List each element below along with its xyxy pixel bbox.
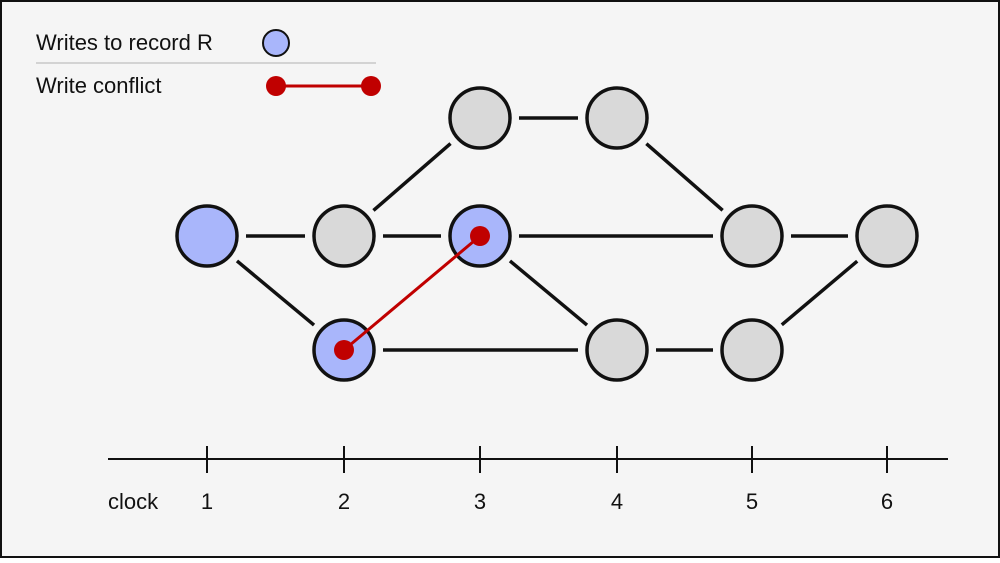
axis-tick-label: 4 bbox=[611, 489, 623, 514]
conflict-line bbox=[343, 234, 481, 352]
axis-tick-label: 5 bbox=[746, 489, 758, 514]
axis-tick-label: 2 bbox=[338, 489, 350, 514]
clock-axis: clock 1 2 3 4 5 6 bbox=[108, 446, 948, 514]
axis-tick-label: 6 bbox=[881, 489, 893, 514]
edge-n2m-n3t bbox=[372, 142, 452, 212]
legend-write-node-swatch bbox=[262, 29, 290, 57]
event-node bbox=[855, 204, 919, 268]
conflict-dot bbox=[470, 226, 490, 246]
legend-conflict-swatch-dot bbox=[266, 76, 286, 96]
edge-n4t-n5m bbox=[645, 142, 724, 212]
edge-n1-n2b bbox=[235, 259, 316, 327]
event-node bbox=[585, 318, 649, 382]
legend-conflict-swatch-dot bbox=[361, 76, 381, 96]
event-node bbox=[720, 204, 784, 268]
edge-n5b-n6m bbox=[780, 259, 859, 327]
event-node bbox=[312, 204, 376, 268]
legend: Writes to record R Write conflict bbox=[36, 29, 381, 98]
conflict-dot bbox=[334, 340, 354, 360]
event-node bbox=[720, 318, 784, 382]
nodes bbox=[175, 86, 919, 382]
event-node bbox=[448, 86, 512, 150]
legend-conflict-label: Write conflict bbox=[36, 73, 162, 98]
event-node bbox=[585, 86, 649, 150]
edges bbox=[235, 116, 859, 352]
edge-n3m-n4b bbox=[508, 259, 589, 327]
axis-tick-label: 3 bbox=[474, 489, 486, 514]
axis-label: clock bbox=[108, 489, 159, 514]
legend-writes-label: Writes to record R bbox=[36, 30, 213, 55]
axis-tick-label: 1 bbox=[201, 489, 213, 514]
conflicts bbox=[334, 226, 490, 360]
write-node bbox=[175, 204, 239, 268]
